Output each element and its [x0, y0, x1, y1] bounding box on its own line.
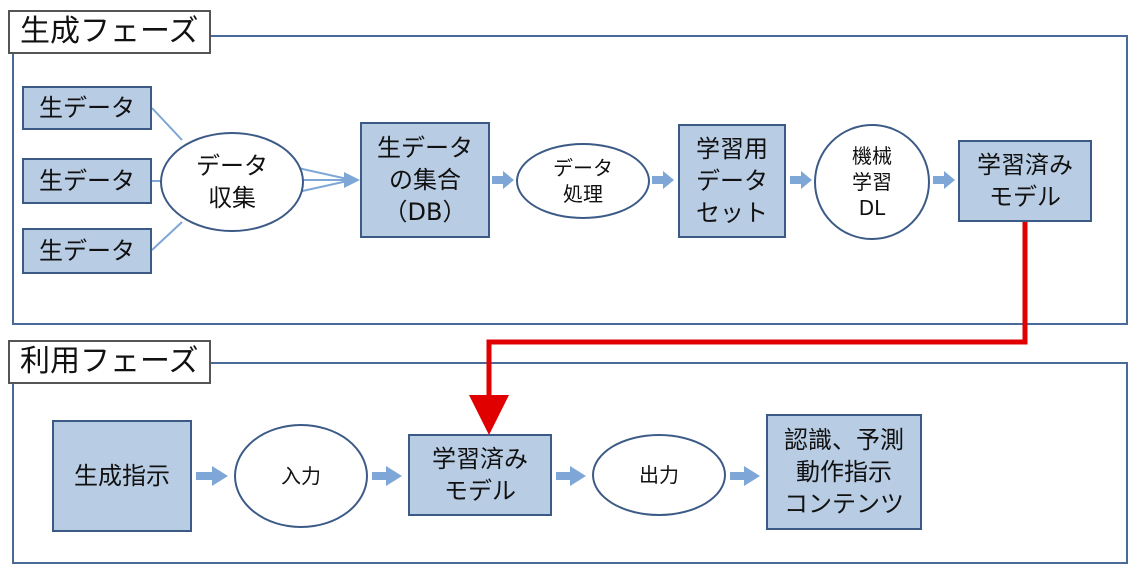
ml-to-model-arrow: [933, 171, 955, 189]
result-box: 認識、予測 動作指示 コンテンツ: [766, 414, 922, 530]
process-to-set-arrow: [652, 171, 674, 189]
usage-phase-frame: [12, 362, 1128, 564]
trained-model-box: 学習済み モデル: [958, 140, 1092, 222]
generation-instruction-box: 生成指示: [52, 420, 192, 532]
raw-data-box-2: 生データ: [22, 158, 152, 204]
usage-trained-model-box: 学習済み モデル: [408, 434, 552, 516]
db-to-process-arrow: [492, 171, 514, 189]
generation-phase-title: 生成フェーズ: [8, 10, 211, 54]
data-processing-label: データ 処理: [553, 156, 613, 206]
input-to-model-arrow: [372, 466, 402, 486]
training-dataset-label: 学習用 データ セット: [696, 135, 768, 227]
raw-data-label-3: 生データ: [39, 237, 135, 265]
raw-data-db-box: 生データ の集合 （DB）: [360, 122, 490, 238]
trained-model-label: 学習済み モデル: [977, 151, 1073, 211]
collect-to-db-line-1: [297, 167, 353, 181]
data-collection-ellipse: データ 収集: [160, 132, 304, 232]
set-to-ml-arrow: [790, 171, 812, 189]
raw-to-collect-line-3: [151, 221, 183, 251]
generation-instruction-label: 生成指示: [74, 462, 170, 490]
model-to-output-arrow: [556, 466, 586, 486]
training-dataset-box: 学習用 データ セット: [678, 124, 786, 238]
output-ellipse: 出力: [592, 434, 726, 516]
input-ellipse: 入力: [234, 424, 368, 528]
instruction-to-input-arrow: [196, 466, 228, 486]
raw-data-label-2: 生データ: [39, 167, 135, 195]
raw-to-collect-line-1: [151, 107, 183, 141]
raw-data-box-1: 生データ: [22, 86, 152, 130]
raw-data-label-1: 生データ: [39, 94, 135, 122]
raw-data-db-label: 生データ の集合 （DB）: [377, 134, 473, 226]
generation-phase-frame: [12, 35, 1128, 325]
raw-data-box-3: 生データ: [22, 228, 152, 274]
output-to-result-arrow: [730, 466, 760, 486]
collect-to-db-arrowhead: [344, 172, 360, 188]
data-collection-label: データ 収集: [196, 152, 268, 212]
input-label: 入力: [281, 464, 321, 488]
machine-learning-label: 機械 学習 DL: [852, 144, 892, 220]
usage-trained-model-label: 学習済み モデル: [432, 445, 528, 505]
output-label: 出力: [639, 463, 679, 487]
machine-learning-ellipse: 機械 学習 DL: [814, 124, 930, 240]
model-link-line: [469, 222, 1028, 435]
result-label: 認識、予測 動作指示 コンテンツ: [784, 426, 904, 518]
collect-to-db-line-3: [297, 179, 353, 193]
usage-phase-title: 利用フェーズ: [8, 340, 211, 384]
data-processing-ellipse: データ 処理: [516, 143, 650, 219]
